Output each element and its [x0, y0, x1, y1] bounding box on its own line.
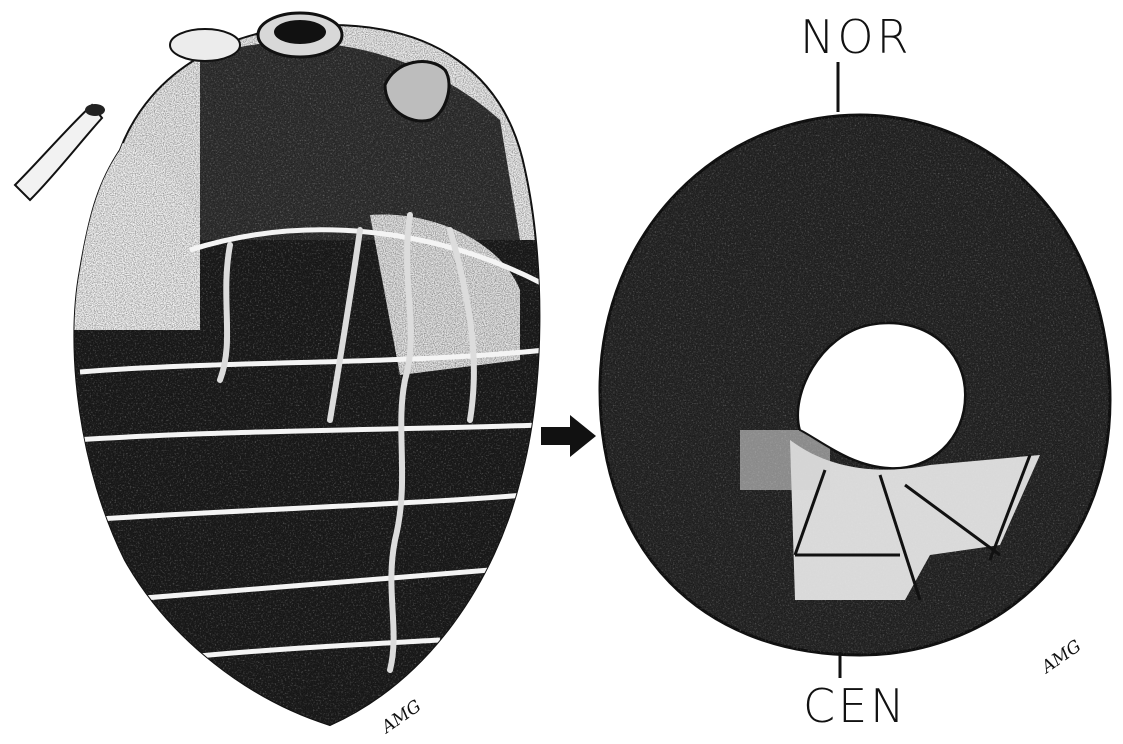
- signature-right: AMG: [1037, 636, 1086, 678]
- arrow-right-icon: [541, 415, 596, 457]
- whole-heart-drawing: AMG: [15, 13, 560, 744]
- short-axis-slice-drawing: AMG: [590, 110, 1120, 679]
- signature-left: AMG: [377, 696, 426, 738]
- bottom-region-label: CEN: [803, 683, 908, 729]
- top-region-label: NOR: [800, 14, 912, 60]
